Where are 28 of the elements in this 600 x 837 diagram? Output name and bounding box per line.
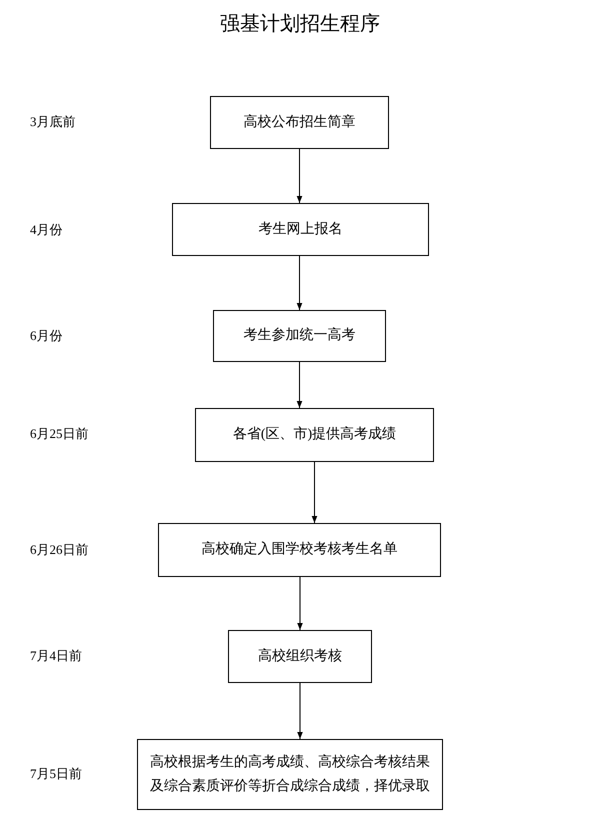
step-text: 各省(区、市)提供高考成绩 [232, 425, 396, 444]
arrow [296, 362, 302, 408]
date-label: 6月26日前 [30, 541, 88, 559]
arrow [296, 256, 302, 310]
process-box [213, 310, 386, 362]
step-text: 考生参加统一高考 [244, 326, 356, 345]
step-text: 高校根据考生的高考成绩、高校综合考核结果及综合素质评价等折合成综合成绩，择优录取 [149, 753, 431, 796]
process-box [137, 739, 443, 810]
date-label: 6月25日前 [30, 425, 88, 443]
date-label: 4月份 [30, 221, 62, 239]
arrow [312, 462, 318, 524]
date-label: 7月4日前 [30, 647, 82, 665]
process-box [210, 96, 389, 149]
arrow [297, 576, 303, 630]
step-text: 高校组织考核 [258, 647, 342, 666]
arrow [297, 682, 303, 740]
date-label: 7月5日前 [30, 765, 82, 783]
step-text: 考生网上报名 [258, 220, 342, 238]
date-label: 3月底前 [30, 113, 76, 131]
step-text: 高校确定入围学校考核考生名单 [202, 540, 398, 559]
arrow [296, 148, 302, 204]
process-box [195, 408, 434, 462]
step-text: 高校公布招生简章 [244, 113, 356, 132]
process-box [228, 630, 372, 683]
diagram-title: 强基计划招生程序 [220, 12, 380, 37]
process-box [172, 203, 429, 256]
date-label: 6月份 [30, 327, 62, 345]
process-box [158, 523, 441, 577]
